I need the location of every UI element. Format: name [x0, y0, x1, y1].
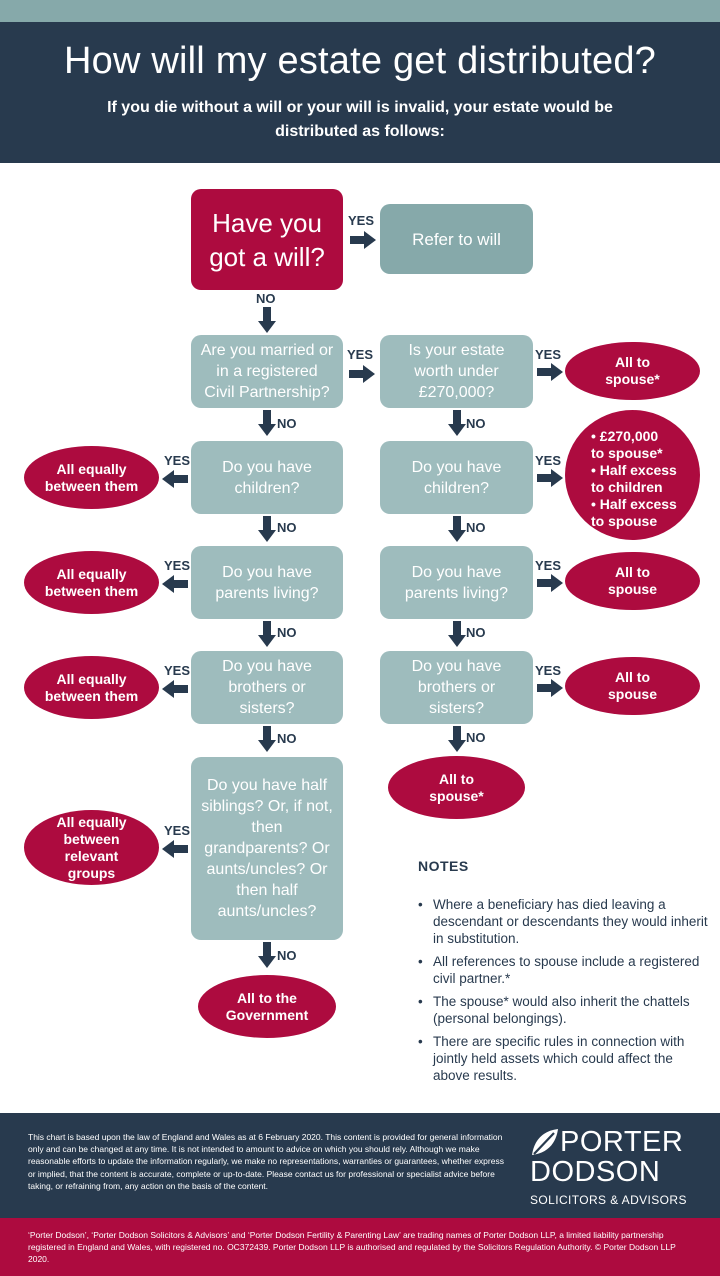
no-label-half: NO	[277, 948, 297, 963]
siblings-question-right: Do you have brothers or sisters?	[380, 651, 533, 724]
yes-label-worth: YES	[535, 347, 562, 362]
legal-notice: ‘Porter Dodson’, ‘Porter Dodson Solicito…	[0, 1218, 720, 1276]
refer-to-will-box: Refer to will	[380, 204, 533, 274]
parents-question-left: Do you have parents living?	[191, 546, 343, 619]
porter-dodson-logo: PORTER DODSON SOLICITORS & ADVISORS	[530, 1127, 700, 1207]
yes-label-children-right: YES	[535, 453, 562, 468]
note-item: There are specific rules in connection w…	[418, 1033, 708, 1084]
arrow-down-married	[258, 410, 276, 436]
arrow-right-parents	[537, 574, 563, 592]
parents-question-right: Do you have parents living?	[380, 546, 533, 619]
children-question-left: Do you have children?	[191, 441, 343, 514]
arrow-down-worth	[448, 410, 466, 436]
arrow-right-married	[349, 365, 375, 383]
note-item: Where a beneficiary has died leaving a d…	[418, 896, 708, 947]
arrow-down-siblings-right	[448, 726, 466, 752]
outcome-split: • £270,000 to spouse* • Half excess to c…	[565, 410, 700, 540]
arrow-down-siblings-left	[258, 726, 276, 752]
leaf-icon	[532, 1129, 558, 1155]
outcome-government: All to the Government	[198, 975, 336, 1038]
no-label-parents-right: NO	[466, 625, 486, 640]
outcome-spouse-star-top: All to spouse*	[565, 342, 700, 400]
logo-subtitle: SOLICITORS & ADVISORS	[530, 1193, 687, 1207]
arrow-down-parents-left	[258, 621, 276, 647]
split-line-5: • Half excess	[591, 496, 677, 512]
logo-word-2: DODSON	[530, 1156, 661, 1188]
children-question-right: Do you have children?	[380, 441, 533, 514]
page-header: How will my estate get distributed? If y…	[0, 22, 720, 163]
no-label-worth: NO	[466, 416, 486, 431]
arrow-left-children	[162, 470, 188, 488]
yes-label-siblings-left: YES	[164, 663, 191, 678]
split-line-3: • Half excess	[591, 462, 677, 478]
no-label-start: NO	[256, 291, 276, 306]
no-label-children-left: NO	[277, 520, 297, 535]
outcome-spouse-siblings: All to spouse	[565, 657, 700, 715]
yes-label-start: YES	[348, 213, 375, 228]
siblings-question-left: Do you have brothers or sisters?	[191, 651, 343, 724]
yes-label-parents-right: YES	[535, 558, 562, 573]
top-strip	[0, 0, 720, 22]
start-question: Have you got a will?	[191, 189, 343, 290]
outcome-equal-groups: All equally between relevant groups	[24, 810, 159, 885]
married-question: Are you married or in a registered Civil…	[191, 335, 343, 408]
arrow-left-parents	[162, 575, 188, 593]
yes-label-parents-left: YES	[164, 558, 191, 573]
page-title: How will my estate get distributed?	[63, 40, 657, 82]
logo-word-1: PORTER	[560, 1126, 684, 1158]
arrow-right-worth	[537, 363, 563, 381]
notes-title: NOTES	[418, 858, 469, 874]
arrow-down-children-right	[448, 516, 466, 542]
arrow-right-children	[537, 469, 563, 487]
split-line-1: • £270,000	[591, 428, 659, 444]
no-label-children-right: NO	[466, 520, 486, 535]
disclaimer-text: This chart is based upon the law of Engl…	[28, 1132, 504, 1191]
yes-label-children-left: YES	[164, 453, 191, 468]
note-item: All references to spouse include a regis…	[418, 953, 708, 987]
arrow-down-half	[258, 942, 276, 968]
arrow-down-parents-right	[448, 621, 466, 647]
notes-section: NOTES Where a beneficiary has died leavi…	[418, 858, 708, 1090]
yes-label-half: YES	[164, 823, 191, 838]
half-siblings-question: Do you have half siblings? Or, if not, t…	[191, 757, 343, 940]
arrow-down-children-left	[258, 516, 276, 542]
worth-question: Is your estate worth under £270,000?	[380, 335, 533, 408]
no-label-siblings-right: NO	[466, 730, 486, 745]
split-line-2: to spouse*	[591, 445, 663, 461]
yes-label-married: YES	[347, 347, 374, 362]
arrow-right-siblings	[537, 679, 563, 697]
split-line-6: to spouse	[591, 513, 658, 529]
outcome-equal-siblings: All equally between them	[24, 656, 159, 719]
notes-list: Where a beneficiary has died leaving a d…	[418, 896, 708, 1084]
arrow-left-siblings	[162, 680, 188, 698]
arrow-down-start	[258, 307, 276, 333]
note-item: The spouse* would also inherit the chatt…	[418, 993, 708, 1027]
outcome-spouse-parents: All to spouse	[565, 552, 700, 610]
yes-label-siblings-right: YES	[535, 663, 562, 678]
no-label-siblings-left: NO	[277, 731, 297, 746]
footer: This chart is based upon the law of Engl…	[0, 1113, 720, 1218]
no-label-parents-left: NO	[277, 625, 297, 640]
page-subtitle: If you die without a will or your will i…	[107, 99, 613, 140]
outcome-equal-children: All equally between them	[24, 446, 159, 509]
split-line-4: to children	[591, 479, 663, 495]
arrow-right-start	[350, 231, 376, 249]
outcome-equal-parents: All equally between them	[24, 551, 159, 614]
no-label-married: NO	[277, 416, 297, 431]
outcome-spouse-star-bottom: All to spouse*	[388, 756, 525, 819]
arrow-left-half	[162, 840, 188, 858]
